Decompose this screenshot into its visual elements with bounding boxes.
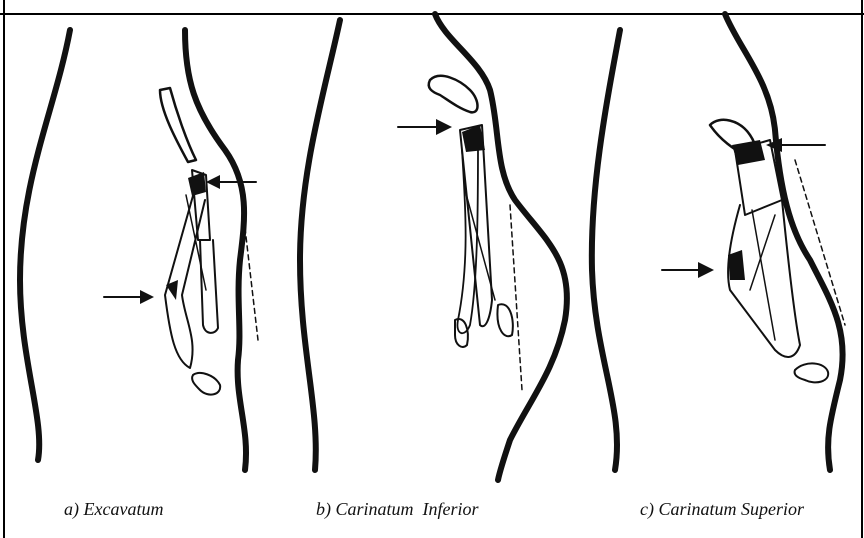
panel-a-drawing [20, 30, 258, 470]
panel-a-cartilage-mark-1 [188, 172, 206, 196]
panel-b-fragment-2 [497, 304, 512, 336]
caption-carinatum-inferior: b) Carinatum Inferior [316, 498, 479, 520]
panel-b-back-contour [300, 20, 340, 470]
panel-c-drawing [592, 14, 845, 470]
panel-b-drawing [300, 14, 567, 480]
panel-c-fragment [795, 363, 829, 382]
panel-a-arrow-right [104, 290, 154, 304]
panel-b-upper-bone [429, 76, 478, 113]
panel-c-rib-inner-2 [750, 215, 775, 290]
panel-c-cartilage-mark-1 [732, 140, 765, 165]
caption-carinatum-superior: c) Carinatum Superior [640, 498, 804, 520]
caption-excavatum: a) Excavatum [64, 498, 163, 520]
panel-c-cartilage-mark-2 [728, 250, 745, 280]
panel-b-chest-contour [435, 14, 567, 480]
panel-a-dashed-line [245, 228, 258, 340]
panel-b-diagonal-rib [465, 190, 495, 300]
panel-a-back-contour [20, 30, 70, 460]
panel-a-upper-bone [160, 88, 196, 162]
panel-c-back-contour [592, 30, 620, 470]
panel-b-dashed-line [510, 205, 522, 390]
panel-a-arrow-left [206, 175, 256, 189]
panel-a-chest-contour [185, 30, 246, 470]
panel-a-bone-2 [165, 178, 205, 368]
panel-a-bone-3 [200, 240, 218, 333]
panel-c-chest-contour [725, 14, 843, 470]
panel-a-lower-fragment [192, 373, 220, 395]
panel-b-arrow-right [398, 119, 452, 135]
panel-c-arrow-right [662, 262, 714, 278]
panel-b-rib-1 [457, 140, 478, 333]
